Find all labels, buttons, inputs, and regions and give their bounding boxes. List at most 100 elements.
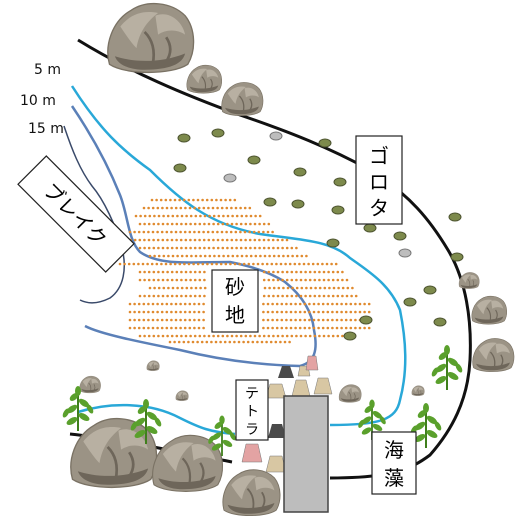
sand-dot <box>161 270 165 274</box>
sand-dot <box>167 286 170 290</box>
sand-dot <box>215 262 218 266</box>
sand-dot <box>180 254 184 258</box>
depth-label-5m: 5 m <box>34 62 61 78</box>
sand-dot <box>268 254 271 258</box>
sand-dot <box>340 326 343 330</box>
depth-label-15m: 15 m <box>28 121 64 137</box>
sand-dot <box>276 246 280 250</box>
sand-dot <box>180 294 183 298</box>
sand-dot <box>203 294 206 298</box>
sand-dot <box>199 254 202 258</box>
sand-dot <box>308 310 311 314</box>
sand-dot <box>133 230 136 234</box>
sand-dot <box>269 340 273 344</box>
sand-dot <box>266 230 270 234</box>
sand-dot <box>281 238 284 242</box>
sand-dot <box>349 302 353 306</box>
sand-dot <box>222 214 225 218</box>
sand-dot <box>358 310 362 314</box>
sand-dot <box>228 198 232 202</box>
sand-dot <box>262 230 265 234</box>
sand-dot <box>231 214 234 218</box>
tetrapod-icon <box>241 355 333 473</box>
sand-dot <box>198 238 201 242</box>
sand-dot <box>268 286 271 290</box>
sand-dot <box>283 340 287 344</box>
sand-dot <box>226 246 229 250</box>
sand-dot <box>174 206 178 210</box>
sand-dot <box>219 198 223 202</box>
sand-dot <box>267 294 271 298</box>
sand-dot <box>279 340 282 344</box>
sand-dot <box>180 286 184 290</box>
sand-dot <box>299 270 303 274</box>
sand-dot <box>182 198 186 202</box>
sand-dot <box>272 334 275 338</box>
sand-dot <box>326 318 330 322</box>
sand-dot <box>289 318 293 322</box>
sand-dot <box>217 214 221 218</box>
sand-dot <box>336 278 340 282</box>
sand-dot <box>281 270 284 274</box>
sand-dot <box>363 302 366 306</box>
sand-dot <box>166 334 169 338</box>
sand-dot <box>147 310 150 314</box>
sand-dot <box>235 214 239 218</box>
sand-dot <box>327 270 330 274</box>
sand-dot <box>203 222 206 226</box>
sand-dot <box>309 286 313 290</box>
sand-dot <box>137 230 141 234</box>
rock-icon <box>186 64 223 94</box>
sand-dot <box>226 334 229 338</box>
sand-dot <box>194 254 198 258</box>
sand-dot <box>263 286 267 290</box>
sand-dot <box>308 334 312 338</box>
sand-dot <box>203 334 206 338</box>
sand-dot <box>202 302 205 306</box>
sand-dot <box>148 254 152 258</box>
sand-dot <box>173 262 177 266</box>
rock-icon <box>222 468 281 517</box>
sand-dot <box>216 334 220 338</box>
sand-dot <box>196 262 200 266</box>
rock-icon <box>151 434 224 493</box>
sand-dot <box>282 254 285 258</box>
sand-dot <box>351 286 354 290</box>
sand-dot <box>349 310 353 314</box>
sand-dot <box>133 310 136 314</box>
sand-dot <box>274 340 278 344</box>
sand-dot <box>152 334 156 338</box>
sand-dot <box>294 310 297 314</box>
sand-dot <box>285 310 288 314</box>
sand-dot <box>197 302 201 306</box>
pebbles <box>173 128 464 341</box>
sand-dot <box>337 286 340 290</box>
sand-dot <box>157 294 160 298</box>
sand-dot <box>331 294 335 298</box>
sand-dot <box>230 222 234 226</box>
sand-dot <box>266 310 270 314</box>
sand-dot <box>153 214 156 218</box>
sand-dot <box>298 302 302 306</box>
sand-dot <box>276 238 280 242</box>
sand-dot <box>308 270 312 274</box>
svg-text:地: 地 <box>225 303 245 327</box>
sand-dot <box>234 206 238 210</box>
sand-dot <box>180 270 183 274</box>
sand-dot <box>322 334 326 338</box>
sand-dot <box>334 262 338 266</box>
sand-dot <box>298 326 302 330</box>
sand-dot <box>262 334 266 338</box>
sand-dot <box>142 302 146 306</box>
sand-dot <box>303 302 307 306</box>
sand-dot <box>221 238 224 242</box>
sand-dot <box>286 254 290 258</box>
sand-dot <box>262 326 265 330</box>
sand-dot <box>258 214 262 218</box>
sand-dot <box>321 310 325 314</box>
sand-dot <box>262 294 266 298</box>
sand-dot <box>178 198 181 202</box>
sand-dot <box>248 238 252 242</box>
sand-dot <box>267 222 271 226</box>
sand-dot <box>358 302 362 306</box>
